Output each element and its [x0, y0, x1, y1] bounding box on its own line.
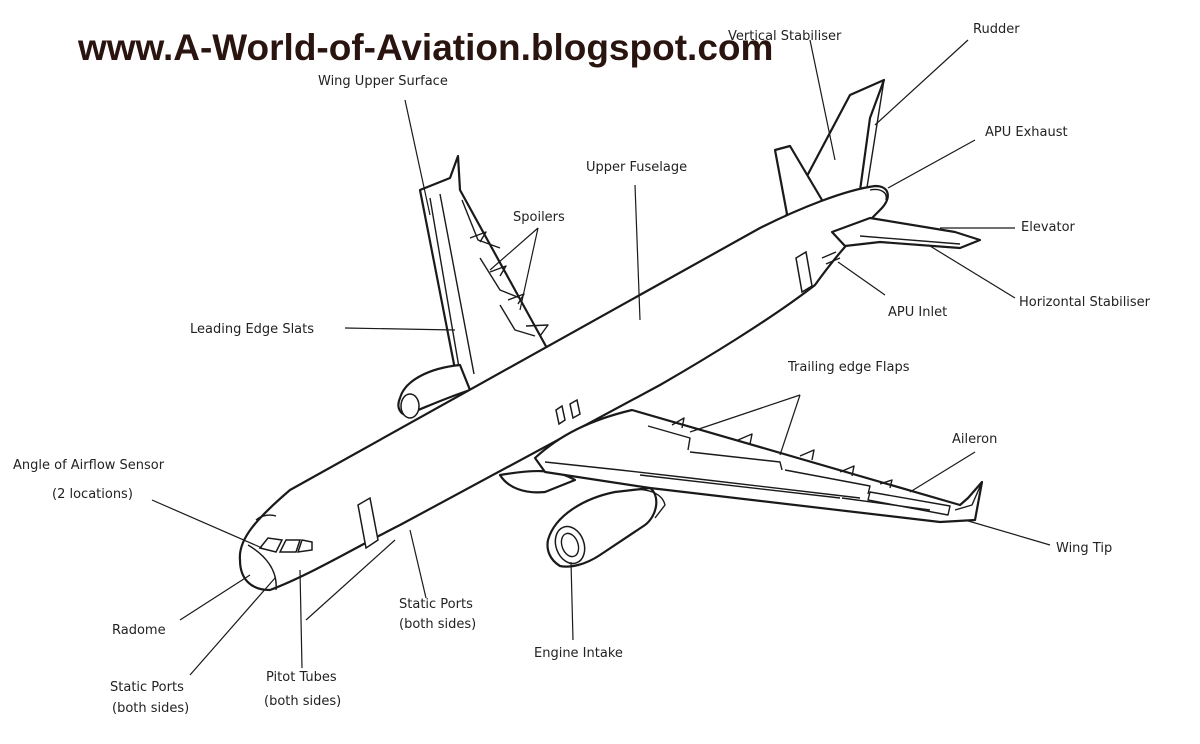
apu-exhaust	[869, 188, 887, 201]
cockpit-windows	[255, 514, 313, 553]
label-spoilers: Spoilers	[513, 210, 565, 225]
label-apu-inlet: APU Inlet	[888, 305, 947, 320]
label-leading-edge-slats: Leading Edge Slats	[190, 322, 314, 337]
left-wing-spoilers	[461, 199, 536, 337]
labels: Vertical Stabiliser Rudder Wing Upper Su…	[13, 22, 1151, 716]
wing-tip	[954, 481, 983, 511]
label-apu-exhaust: APU Exhaust	[985, 125, 1068, 140]
label-elevator: Elevator	[1021, 220, 1076, 235]
aft-door	[795, 250, 813, 294]
right-horizontal-stabiliser	[830, 216, 982, 250]
left-engine-intake	[400, 393, 420, 419]
label-two-locations: (2 locations)	[52, 487, 133, 502]
label-rudder: Rudder	[973, 22, 1020, 37]
elevator	[859, 235, 961, 245]
label-trailing-edge-flaps: Trailing edge Flaps	[787, 360, 910, 375]
site-title: www.A-World-of-Aviation.blogspot.com	[77, 27, 773, 68]
forward-door	[357, 496, 379, 550]
label-pitot-tubes: Pitot Tubes	[266, 670, 337, 685]
label-engine-intake: Engine Intake	[534, 646, 623, 661]
label-upper-fuselage: Upper Fuselage	[586, 160, 687, 175]
label-static-ports-nose: Static Ports	[110, 680, 184, 695]
left-wing-flap-tabs	[469, 231, 549, 337]
label-radome: Radome	[112, 623, 166, 638]
label-angle-of-airflow-sensor: Angle of Airflow Sensor	[13, 458, 165, 473]
right-engine	[546, 486, 666, 568]
label-horizontal-stabiliser: Horizontal Stabiliser	[1019, 295, 1151, 310]
left-wing-slats	[429, 193, 475, 386]
overwing-exit	[555, 404, 566, 426]
wing-body-fairing	[498, 469, 577, 494]
right-wing	[533, 408, 984, 524]
label-both-sides-mid: (both sides)	[399, 617, 476, 632]
overwing-exit-2	[569, 398, 581, 420]
label-wing-tip: Wing Tip	[1056, 541, 1112, 556]
label-both-sides-nose: (both sides)	[112, 701, 189, 716]
flap-track-fairings	[671, 417, 893, 489]
right-wing-leading-edge	[544, 461, 861, 499]
label-aileron: Aileron	[952, 432, 997, 447]
label-vertical-stabiliser: Vertical Stabiliser	[728, 29, 842, 44]
label-wing-upper-surface: Wing Upper Surface	[318, 74, 448, 89]
aileron	[867, 491, 951, 516]
radome	[247, 544, 277, 591]
apu-inlet	[821, 251, 841, 265]
label-both-sides-pitot: (both sides)	[264, 694, 341, 709]
label-static-ports-mid: Static Ports	[399, 597, 473, 612]
aircraft-illustration	[238, 78, 984, 592]
leader-lines	[151, 39, 1051, 676]
